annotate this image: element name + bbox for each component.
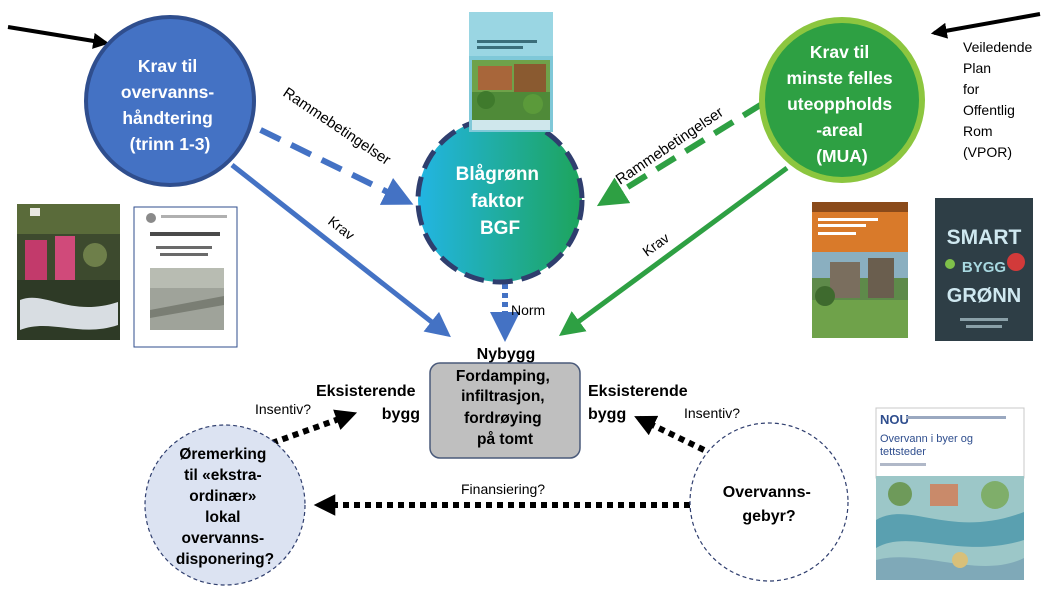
fee-line-2: gebyr? bbox=[742, 508, 795, 525]
svg-text:Overvann i byer og tetts: Overvann i byer og tettsteder bbox=[880, 433, 976, 458]
outdoor-area-line-1: Krav til bbox=[810, 42, 869, 62]
stormwater-photo-thumbnail bbox=[17, 204, 120, 340]
svg-text:GRØNN: GRØNN bbox=[947, 285, 1021, 307]
vpor-line-6: (VPOR) bbox=[963, 144, 1012, 160]
stormwater-requirement-node: Krav til overvanns- håndtering (trinn 1-… bbox=[84, 15, 256, 187]
svg-text:Fordamping, infiltrasjon: Fordamping, infiltrasjon, fordrøying på … bbox=[456, 368, 554, 448]
stormwater-fee-node: Overvanns- gebyr? bbox=[689, 422, 849, 582]
existing-left-line-2: bygg bbox=[382, 406, 420, 423]
existing-right-line-1: Eksisterende bbox=[588, 383, 688, 400]
smart-line-1: SMART bbox=[947, 226, 1022, 249]
earmarking-line-3: ordinær» bbox=[189, 488, 256, 505]
nou-illustration-thumbnail bbox=[876, 476, 1024, 580]
smart-bygg-gronn-thumbnail: SMART BYGG GRØNN bbox=[935, 198, 1033, 341]
outdoor-area-line-5: (MUA) bbox=[816, 146, 868, 166]
earmarking-line-4: lokal bbox=[205, 509, 240, 526]
stormwater-line-1: Krav til bbox=[138, 56, 197, 76]
new-building-line-2: infiltrasjon, bbox=[461, 388, 545, 405]
existing-right-line-2: bygg bbox=[588, 406, 626, 423]
new-building-box: Fordamping, infiltrasjon, fordrøying på … bbox=[429, 362, 581, 459]
smart-line-3: GRØNN bbox=[947, 285, 1021, 307]
outdoor-area-requirement-node: Krav til minste felles uteoppholds -area… bbox=[759, 17, 925, 183]
stormwater-line-3: håndtering bbox=[122, 108, 212, 128]
input-arrow-right bbox=[930, 12, 1041, 39]
outdoor-area-line-4: -areal bbox=[816, 120, 863, 140]
earmarking-line-2: til «ekstra- bbox=[184, 467, 262, 484]
financing-label: Finansiering? bbox=[461, 481, 545, 497]
vpor-line-3: for bbox=[963, 81, 980, 97]
stormwater-document-thumbnail bbox=[133, 206, 238, 348]
norm-label: Norm bbox=[511, 302, 545, 318]
requirement-label-left: Krav bbox=[325, 213, 358, 243]
svg-text:Overvanns- gebyr?: Overvanns- gebyr? bbox=[723, 484, 816, 525]
vpor-label: Veiledende Plan for Offentlig Rom (VPOR) bbox=[963, 39, 1036, 160]
framework-arrow-right bbox=[596, 101, 764, 207]
new-building-line-1: Fordamping, bbox=[456, 368, 550, 385]
vpor-line-5: Rom bbox=[963, 123, 993, 139]
incentive-arrow-right bbox=[634, 415, 706, 453]
svg-text:Krav til minste felles: Krav til minste felles uteoppholds -area… bbox=[787, 42, 898, 166]
nou-report-thumbnail: NOU Overvann i byer og tettsteder bbox=[875, 407, 1025, 479]
incentive-arrow-left bbox=[270, 409, 358, 446]
park-report-thumbnail bbox=[812, 202, 908, 338]
vpor-line-2: Plan bbox=[963, 60, 991, 76]
stormwater-line-4: (trinn 1-3) bbox=[130, 134, 211, 154]
outdoor-area-line-2: minste felles bbox=[787, 68, 893, 88]
existing-building-right: Eksisterende bygg bbox=[588, 383, 692, 423]
vpor-line-1: Veiledende bbox=[963, 39, 1033, 55]
requirement-arrow-left bbox=[230, 163, 451, 338]
nou-line-1: Overvann i byer og bbox=[880, 433, 973, 445]
incentive-label-left: Insentiv? bbox=[255, 401, 311, 417]
nou-line-2: tettsteder bbox=[880, 446, 926, 458]
svg-text:Øremerking til «ekstra-: Øremerking til «ekstra- ordinær» lokal o… bbox=[176, 446, 274, 568]
input-arrow-left bbox=[7, 25, 110, 49]
requirement-arrow-right bbox=[558, 165, 789, 336]
nou-title: NOU bbox=[880, 412, 909, 427]
bgf-line-3: BGF bbox=[480, 218, 520, 239]
incentive-label-right: Insentiv? bbox=[684, 405, 740, 421]
existing-left-line-1: Eksisterende bbox=[316, 383, 416, 400]
fee-line-1: Overvanns- bbox=[723, 484, 811, 501]
earmarking-line-6: disponering? bbox=[176, 551, 274, 568]
bgf-node: Blågrønn faktor BGF bbox=[415, 115, 585, 285]
svg-text:BYGG: BYGG bbox=[962, 259, 1006, 276]
outdoor-area-line-3: uteoppholds bbox=[787, 94, 892, 114]
new-building-heading: Nybygg bbox=[477, 346, 536, 363]
svg-text:Krav til overvanns-: Krav til overvanns- håndtering (trinn 1-… bbox=[121, 56, 219, 154]
earmarking-line-1: Øremerking bbox=[179, 446, 266, 463]
svg-text:Blågrønn faktor BG: Blågrønn faktor BGF bbox=[456, 164, 545, 239]
new-building-line-4: på tomt bbox=[477, 431, 533, 448]
earmarking-node: Øremerking til «ekstra- ordinær» lokal o… bbox=[144, 424, 306, 586]
existing-building-left: Eksisterende bygg bbox=[316, 383, 420, 423]
vpor-line-4: Offentlig bbox=[963, 102, 1015, 118]
bgf-report-thumbnail bbox=[469, 12, 553, 132]
svg-text:SMART: SMART bbox=[947, 226, 1022, 249]
framework-label-right: Rammebetingelser bbox=[613, 104, 727, 188]
earmarking-line-5: overvanns- bbox=[181, 530, 264, 547]
bgf-line-1: Blågrønn bbox=[456, 164, 539, 185]
smart-line-2: BYGG bbox=[962, 259, 1006, 276]
bgf-line-2: faktor bbox=[471, 191, 524, 212]
new-building-line-3: fordrøying bbox=[464, 410, 542, 427]
framework-label-left: Rammebetingelser bbox=[280, 84, 394, 168]
stormwater-line-2: overvanns- bbox=[121, 82, 215, 102]
